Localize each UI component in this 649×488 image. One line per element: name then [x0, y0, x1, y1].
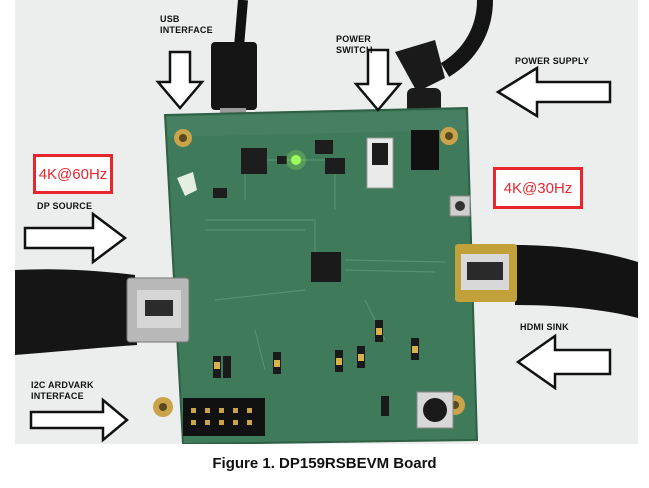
dp-cable — [15, 269, 137, 355]
hdmi-sink-arrow — [515, 333, 612, 391]
hdmi-cable — [515, 245, 638, 318]
dp-resolution-callout: 4K@60Hz — [33, 154, 113, 194]
power-switch-label: POWER SWITCH — [336, 34, 373, 55]
power-plug — [395, 40, 445, 92]
i2c-interface-label: I2C ARDVARK INTERFACE — [31, 380, 94, 401]
usb-connector — [211, 42, 257, 110]
power-switch-arrow — [353, 48, 403, 112]
i2c-arrow — [29, 397, 129, 443]
hdmi-sink-label: HDMI SINK — [520, 322, 569, 332]
ic-usb — [241, 148, 267, 174]
usb-interface-label: USB INTERFACE — [160, 14, 213, 35]
power-supply-arrow — [495, 65, 612, 119]
dp-source-label: DP SOURCE — [37, 201, 93, 211]
figure-caption: Figure 1. DP159RSBEVM Board — [212, 455, 437, 472]
dp-source-arrow — [23, 211, 128, 265]
board-illustration — [15, 0, 638, 444]
i2c-header — [183, 398, 265, 436]
power-supply-label: POWER SUPPLY — [515, 56, 590, 66]
hdmi-resolution-callout: 4K@30Hz — [493, 167, 583, 209]
ic-dp159 — [311, 252, 341, 282]
board-photo: USB INTERFACE POWER SWITCH POWER SUPPLY … — [15, 0, 638, 444]
usb-arrow — [155, 50, 205, 110]
